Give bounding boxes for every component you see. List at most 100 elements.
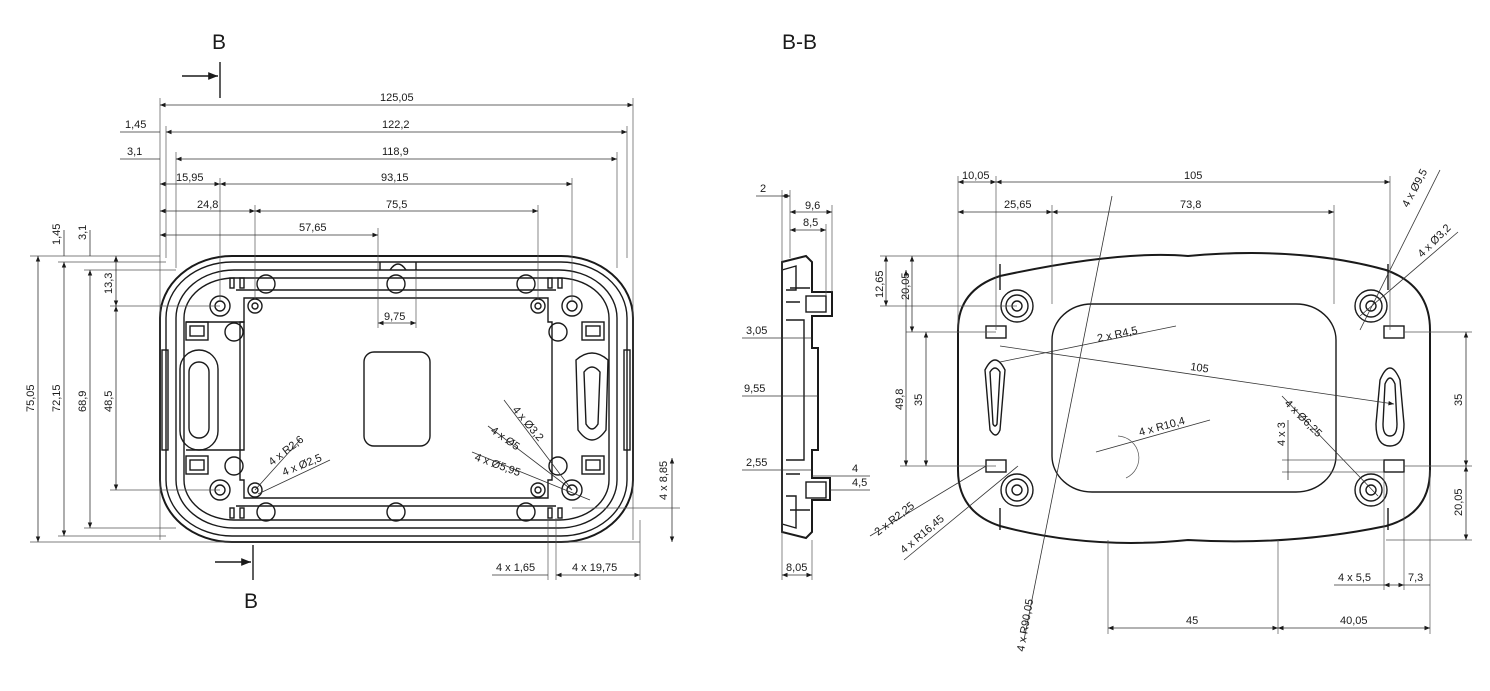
dim-4: 4 — [852, 463, 858, 475]
section-inner-lines — [781, 265, 805, 529]
inner-outline — [175, 269, 618, 529]
dim-24-8: 24,8 — [197, 199, 218, 211]
plain-holes — [224, 274, 568, 522]
dim-9-75: 9,75 — [384, 311, 405, 323]
dim-122-2: 122,2 — [382, 119, 410, 131]
callout-r10-4: 4 x R10,4 — [1138, 415, 1187, 439]
dim-75-05: 75,05 — [25, 384, 37, 412]
section-view: B-B 2 9,6 8,5 3,05 9,55 2,55 — [742, 31, 870, 580]
small-slots — [229, 277, 563, 519]
dim-1-45: 1,45 — [125, 119, 146, 131]
dim-8-05: 8,05 — [786, 562, 807, 574]
dim-93-15: 93,15 — [381, 172, 409, 184]
right-keyhole-inner — [583, 366, 601, 430]
dim-3-1-v: 3,1 — [77, 225, 89, 240]
section-title: B-B — [782, 31, 817, 54]
section-boss-bottom — [805, 481, 827, 499]
dim-15-95: 15,95 — [176, 172, 204, 184]
front-h-dimensions: 125,05 1,45 122,2 3,1 118,9 15,95 93,15 … — [120, 92, 634, 540]
dim-105-top: 105 — [1184, 170, 1202, 182]
dim-13-3: 13,3 — [103, 273, 115, 294]
dim-73-8: 73,8 — [1180, 199, 1201, 211]
dim-57-65: 57,65 — [299, 222, 327, 234]
back-keyholes — [984, 359, 1405, 447]
callout-d5: 4 x Ø5 — [488, 425, 521, 453]
back-slots — [985, 325, 1405, 473]
back-outline — [957, 252, 1431, 544]
callout-19-75: 4 x 19,75 — [572, 562, 617, 574]
screw-holes — [209, 295, 583, 501]
dim-10-05: 10,05 — [962, 170, 990, 182]
dim-118-9: 118,9 — [382, 146, 409, 158]
callout-r2-25: 2 x R2,25 — [872, 500, 916, 538]
dim-40-05: 40,05 — [1340, 615, 1368, 627]
section-marker-bottom: B — [244, 590, 258, 613]
left-bracket — [186, 321, 245, 451]
back-v-dimensions: 12,65 20,05 49,8 35 35 20,05 4 x 3 — [874, 255, 1472, 541]
dim-49-8: 49,8 — [894, 389, 906, 410]
callout-d9-5: 4 x Ø9,5 — [1400, 167, 1430, 209]
arc-r10-4 — [1117, 435, 1140, 479]
dim-72-15: 72,15 — [51, 384, 63, 412]
inner-outline-2 — [183, 277, 610, 521]
clip-br-inner — [585, 459, 601, 471]
section-marker-top: B — [212, 31, 226, 54]
callout-d5-95: 4 x Ø5,95 — [473, 452, 522, 480]
section-boss-top — [805, 295, 827, 313]
dim-3-05: 3,05 — [746, 325, 767, 337]
callout-1-65: 4 x 1,65 — [496, 562, 535, 574]
right-side-tab — [623, 349, 631, 451]
callout-r90-05: 4 x R90,05 — [1015, 598, 1036, 652]
clip-br — [581, 455, 605, 475]
front-v-dimensions: 75,05 72,15 1,45 68,9 3,1 48,5 13,3 — [25, 224, 640, 543]
left-keyhole-inner — [188, 361, 210, 439]
dim-48-5: 48,5 — [103, 391, 115, 412]
clip-tr-inner — [585, 325, 601, 337]
callout-r4-5: 2 x R4,5 — [1096, 325, 1139, 345]
back-center-recess — [1051, 303, 1337, 493]
dim-7-3: 7,3 — [1408, 572, 1423, 584]
dim-68-9: 68,9 — [77, 391, 89, 412]
outer-outline-2 — [165, 261, 628, 537]
dim-9-55: 9,55 — [744, 383, 765, 395]
dim-4x5-5: 4 x 5,5 — [1338, 572, 1371, 584]
clip-tl — [185, 321, 209, 341]
back-view: 10,05 105 25,65 73,8 45 40,05 4 x 5,5 7,… — [869, 167, 1472, 653]
back-screw-holes — [1000, 289, 1388, 507]
dim-25-65: 25,65 — [1004, 199, 1032, 211]
clip-tr — [581, 321, 605, 341]
clip-tl-inner — [189, 325, 205, 337]
dim-4-5: 4,5 — [852, 477, 867, 489]
outer-outline — [159, 255, 634, 543]
right-keyhole-outer — [575, 352, 609, 441]
dim-2: 2 — [760, 183, 766, 195]
left-keyhole-outer — [179, 349, 219, 451]
center-window — [363, 351, 431, 447]
back-h-dimensions: 10,05 105 25,65 73,8 45 40,05 4 x 5,5 7,… — [957, 170, 1431, 634]
dim-125-05: 125,05 — [380, 92, 414, 104]
dim-9-6: 9,6 — [805, 200, 820, 212]
callout-r16-45: 4 x R16,45 — [898, 513, 946, 556]
left-side-tab — [161, 349, 169, 451]
section-profile — [781, 254, 833, 540]
dim-3-1-h: 3,1 — [127, 146, 142, 158]
dim-4x3: 4 x 3 — [1276, 422, 1288, 446]
clip-bl-inner — [189, 459, 205, 471]
dim-8-5: 8,5 — [803, 217, 818, 229]
dim-75-5: 75,5 — [386, 199, 407, 211]
callout-8-85: 4 x 8,85 — [658, 461, 670, 500]
section-dims: 2 9,6 8,5 3,05 9,55 2,55 4 4,5 8,05 — [742, 183, 870, 580]
dim-45: 45 — [1186, 615, 1198, 627]
dim-35-left: 35 — [913, 394, 925, 406]
top-notch — [379, 262, 417, 271]
dim-35-right: 35 — [1453, 394, 1465, 406]
dim-20-05-right: 20,05 — [1453, 488, 1465, 516]
front-view: B B — [25, 31, 680, 613]
dim-2-55: 2,55 — [746, 457, 767, 469]
dim-1-45-v: 1,45 — [51, 224, 63, 245]
back-edge-ticks — [999, 264, 1389, 530]
clip-bl — [185, 455, 209, 475]
callout-105-diag: 105 — [1190, 361, 1210, 375]
dim-12-65: 12,65 — [874, 270, 886, 298]
